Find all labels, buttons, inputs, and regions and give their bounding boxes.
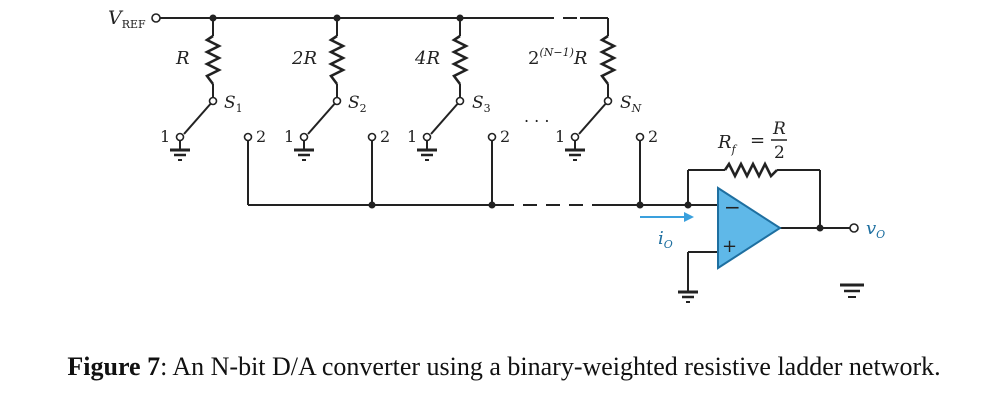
switch-label-1: S1 <box>224 93 243 115</box>
switch-blade-1 <box>183 100 214 135</box>
switch-blade-3 <box>430 100 461 135</box>
ground-icon <box>417 148 437 161</box>
wires <box>160 17 850 292</box>
junction-dot <box>333 14 341 22</box>
switch-contact-n-pos1 <box>570 132 580 142</box>
junction-dot <box>816 224 824 232</box>
switch-pivot-3 <box>455 96 465 106</box>
switch-contact-3-pos2 <box>487 132 497 142</box>
figure-caption-text: : An N-bit D/A converter using a binary-… <box>160 352 941 381</box>
junction-dot <box>684 201 692 209</box>
pos2-label: 2 <box>256 127 266 146</box>
ground-icon <box>170 148 190 161</box>
switch-contact-1-pos1 <box>175 132 185 142</box>
opamp-plus: + <box>722 236 737 257</box>
resistor-r1-label: R <box>175 48 190 69</box>
figure-caption: Figure 7: An N-bit D/A converter using a… <box>0 352 1008 382</box>
switch-pivot-n <box>603 96 613 106</box>
switch-contact-3-pos1 <box>422 132 432 142</box>
switch-blade-n <box>578 100 609 135</box>
current-arrow <box>640 212 694 222</box>
switch-contact-2-pos1 <box>299 132 309 142</box>
resistor-rn <box>599 34 617 85</box>
switch-label-2: S2 <box>348 93 367 115</box>
resistor-rn-label: 2(N−1)R <box>528 46 587 69</box>
vref-label: VREF <box>108 7 146 31</box>
ground-icon <box>678 290 698 303</box>
rf-label: Rf <box>717 132 738 156</box>
switch-contact-1-pos2 <box>243 132 253 142</box>
resistor-rf <box>723 161 778 179</box>
output-label: vO <box>866 218 885 241</box>
pos2-label: 2 <box>500 127 510 146</box>
junction-dot <box>209 14 217 22</box>
resistor-r3 <box>451 34 469 85</box>
pos1-label: 1 <box>407 127 417 146</box>
figure-number: Figure 7 <box>67 352 161 381</box>
switch-label-n: SN <box>620 93 642 115</box>
junction-dot <box>488 201 496 209</box>
rf-fraction-denominator: 2 <box>774 143 785 163</box>
ground-icon <box>565 148 585 161</box>
ground-icon <box>294 148 314 161</box>
ground-icon <box>840 283 864 298</box>
pos1-label: 1 <box>284 127 294 146</box>
current-label: iO <box>658 228 673 251</box>
ellipsis-label: . . . <box>524 107 549 126</box>
opamp-minus: − <box>724 195 741 219</box>
vref-terminal <box>151 13 161 23</box>
junction-dot <box>456 14 464 22</box>
resistor-r2-label: 2R <box>291 48 317 69</box>
switch-pivot-2 <box>332 96 342 106</box>
pos2-label: 2 <box>648 127 658 146</box>
switch-label-3: S3 <box>472 93 491 115</box>
junction-dot <box>636 201 644 209</box>
pos1-label: 1 <box>555 127 565 146</box>
rf-fraction-numerator: R <box>772 119 786 139</box>
pos1-label: 1 <box>160 127 170 146</box>
output-terminal <box>849 223 859 233</box>
rf-equals: = <box>750 130 765 151</box>
pos2-label: 2 <box>380 127 390 146</box>
switch-contact-2-pos2 <box>367 132 377 142</box>
resistor-r3-label: 4R <box>414 48 440 69</box>
resistor-r2 <box>328 34 346 85</box>
switch-blade-2 <box>307 100 338 135</box>
resistor-r1 <box>204 34 222 85</box>
switch-contact-n-pos2 <box>635 132 645 142</box>
junction-dot <box>368 201 376 209</box>
switch-pivot-1 <box>208 96 218 106</box>
opamp <box>717 186 782 270</box>
